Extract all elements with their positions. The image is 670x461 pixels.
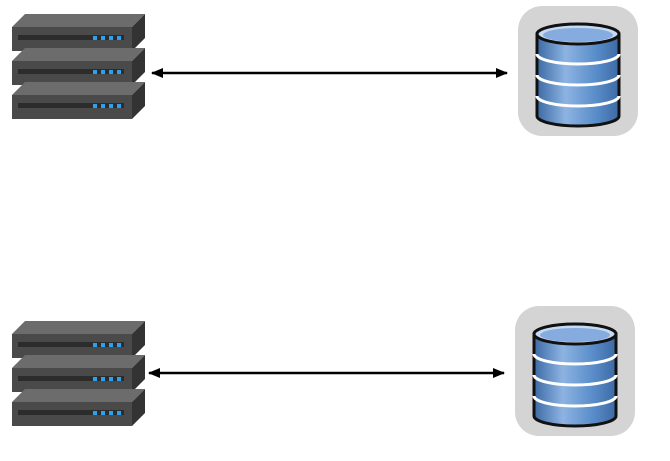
server-unit: [12, 321, 145, 358]
server-unit: [12, 14, 145, 51]
status-led: [117, 70, 121, 74]
status-led: [93, 36, 97, 40]
status-led: [109, 104, 113, 108]
server-rack-icon: [12, 14, 145, 119]
status-led: [117, 104, 121, 108]
status-led: [109, 377, 113, 381]
status-led: [109, 411, 113, 415]
status-led: [101, 36, 105, 40]
server-unit: [12, 48, 145, 85]
status-led: [117, 343, 121, 347]
status-led: [93, 343, 97, 347]
status-led: [101, 104, 105, 108]
database-icon: [515, 306, 635, 436]
database-icon: [518, 6, 638, 136]
status-led: [117, 377, 121, 381]
status-led: [109, 343, 113, 347]
status-led: [101, 343, 105, 347]
connection-row-2: [12, 306, 635, 436]
connection-row-1: [12, 6, 638, 136]
status-led: [93, 104, 97, 108]
status-led: [117, 36, 121, 40]
status-led: [117, 411, 121, 415]
database-cylinder: [535, 22, 621, 128]
status-led: [93, 411, 97, 415]
status-led: [109, 70, 113, 74]
status-led: [101, 70, 105, 74]
server-unit: [12, 82, 145, 119]
status-led: [101, 377, 105, 381]
server-unit: [12, 355, 145, 392]
status-led: [93, 70, 97, 74]
status-led: [101, 411, 105, 415]
server-unit: [12, 389, 145, 426]
database-cylinder: [532, 322, 618, 428]
status-led: [109, 36, 113, 40]
server-rack-icon: [12, 321, 145, 426]
status-led: [93, 377, 97, 381]
